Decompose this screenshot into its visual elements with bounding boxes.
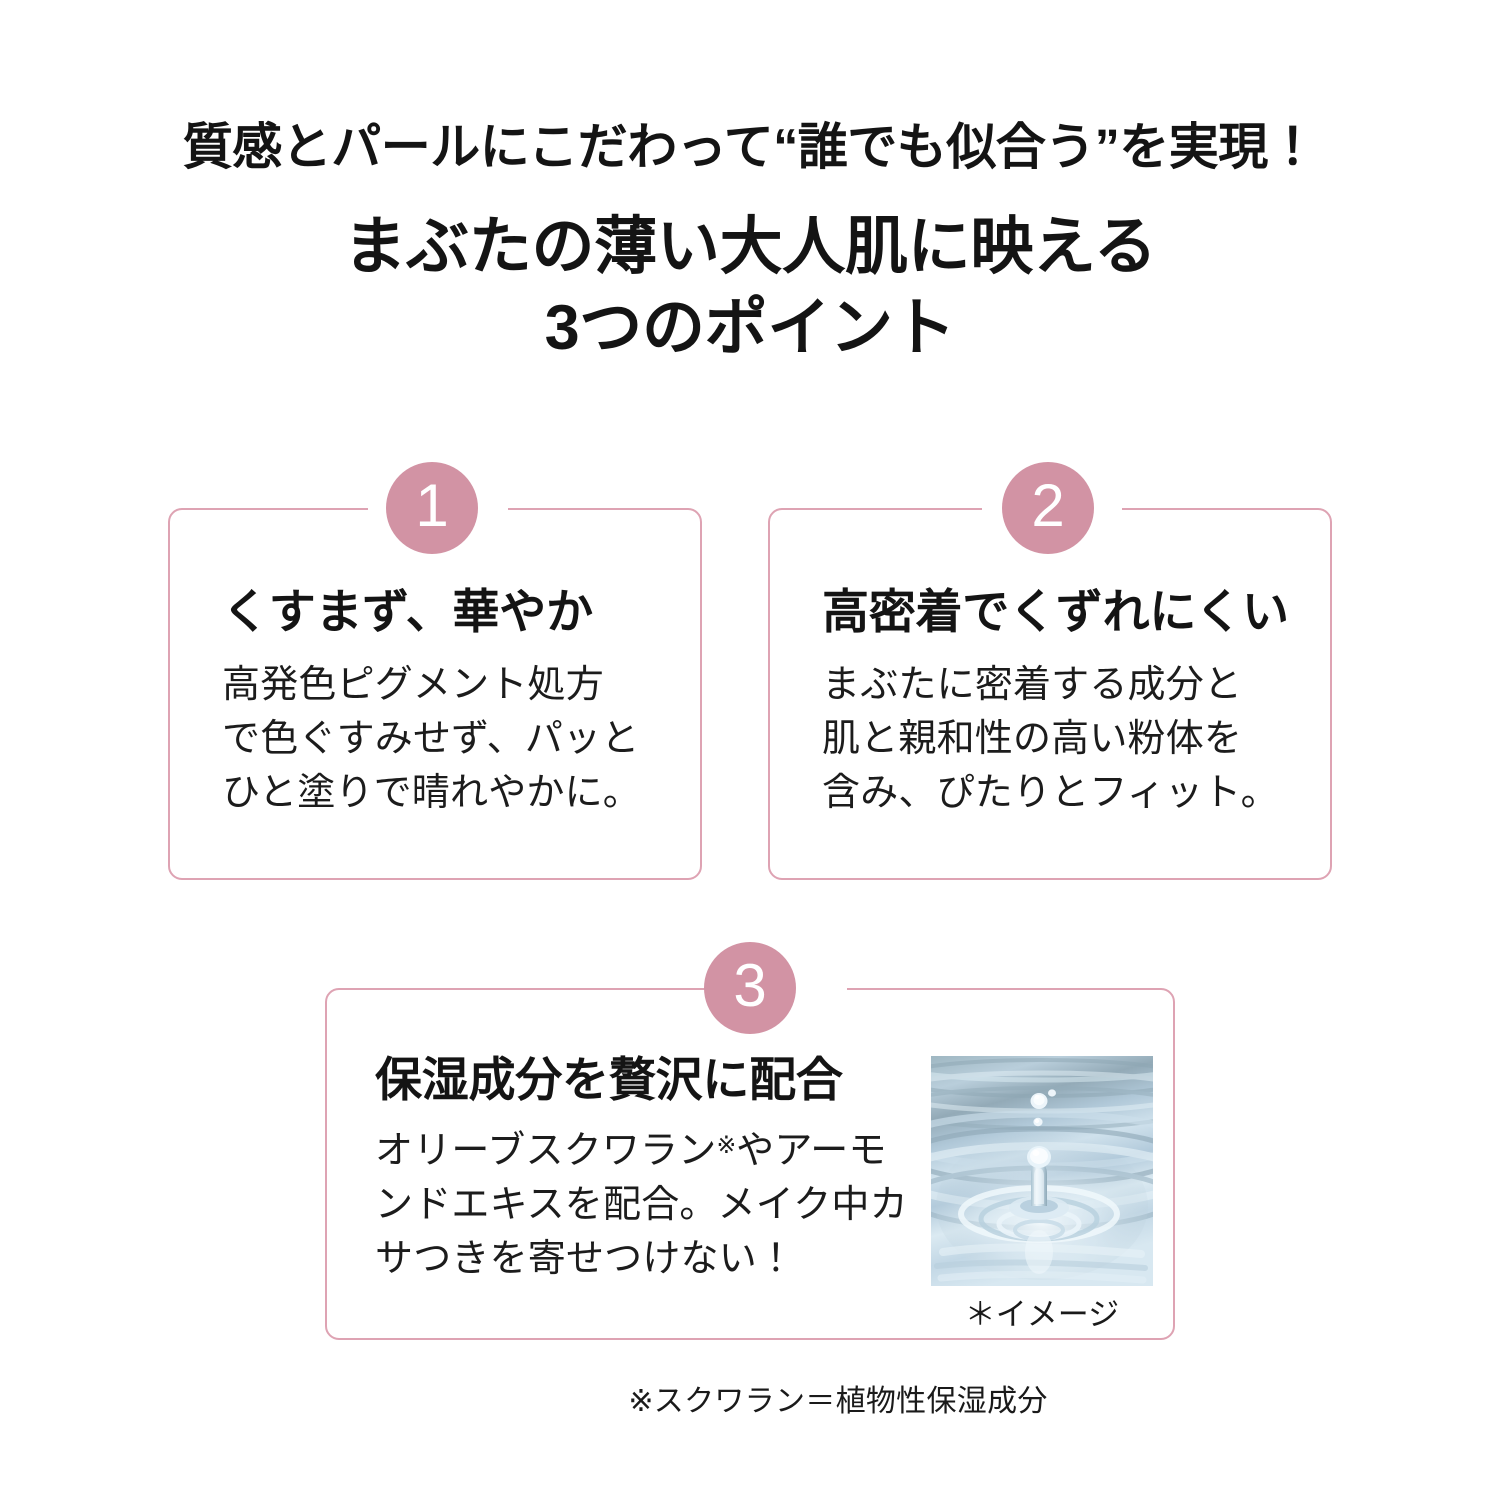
card-2-body: まぶたに密着する成分と 肌と親和性の高い粉体を 含み、ぴたりとフィット。 <box>822 659 1330 821</box>
card-2-title: 高密着でくずれにくい <box>822 585 1289 638</box>
reference-mark-icon: ※ <box>716 1132 737 1159</box>
eyebrow-text: 質感とパールにこだわって“誰でも似合う”を実現！ <box>182 119 1318 175</box>
card-1-body: 高発色ピグメント処方 で色ぐすみせず、パッと ひと塗りで晴れやかに。 <box>222 659 700 821</box>
card-1-content: くすまず、華やか 高発色ピグメント処方 で色ぐすみせず、パッと ひと塗りで晴れや… <box>170 510 700 821</box>
card-1-body-line-2: で色ぐすみせず、パッと <box>222 718 640 761</box>
card-2-content: 高密着でくずれにくい まぶたに密着する成分と 肌と親和性の高い粉体を 含み、ぴた… <box>770 510 1330 821</box>
page-title-line-2: 3つのポイント <box>544 292 956 363</box>
point-badge-1: 1 <box>386 462 478 554</box>
page-title-line-1: まぶたの薄い大人肌に映える <box>343 212 1157 282</box>
water-droplet-figure: ＊イメージ <box>931 1056 1153 1333</box>
card-1-title: くすまず、華やか <box>222 585 593 638</box>
point-badge-3: 3 <box>704 942 796 1034</box>
header: 質感とパールにこだわって“誰でも似合う”を実現！ まぶたの薄い大人肌に映える 3… <box>0 118 1500 368</box>
card-3-ingredient-name: オリーブスクワラン <box>375 1130 717 1173</box>
point-card-2: 高密着でくずれにくい まぶたに密着する成分と 肌と親和性の高い粉体を 含み、ぴた… <box>768 506 1332 880</box>
card-2-body-line-3: 含み、ぴたりとフィット。 <box>822 772 1279 815</box>
point-badge-2: 2 <box>1002 462 1094 554</box>
footnote: ※スクワラン＝植物性保湿成分 <box>0 1384 1500 1420</box>
point-card-1: くすまず、華やか 高発色ピグメント処方 で色ぐすみせず、パッと ひと塗りで晴れや… <box>168 506 702 880</box>
card-3-title: 保湿成分を贅沢に配合 <box>375 1053 843 1106</box>
card-3-body-line-1-tail: やアーモ <box>736 1130 887 1173</box>
point-card-3: 保湿成分を贅沢に配合 オリーブスクワラン※やアーモ ンドエキスを配合。メイク中カ… <box>325 986 1175 1340</box>
card-3-body-line-3: サつきを寄せつけない！ <box>375 1238 796 1281</box>
photo-caption: ＊イメージ <box>964 1297 1120 1332</box>
card-2-body-line-2: 肌と親和性の高い粉体を <box>822 718 1243 761</box>
card-3-body: オリーブスクワラン※やアーモ ンドエキスを配合。メイク中カ サつきを寄せつけない… <box>375 1125 923 1287</box>
card-3-content: 保湿成分を贅沢に配合 オリーブスクワラン※やアーモ ンドエキスを配合。メイク中カ… <box>327 990 1173 1333</box>
footnote-text: ※スクワラン＝植物性保湿成分 <box>628 1385 1048 1418</box>
card-3-text-column: 保湿成分を贅沢に配合 オリーブスクワラン※やアーモ ンドエキスを配合。メイク中カ… <box>375 1052 923 1287</box>
card-1-body-line-1: 高発色ピグメント処方 <box>222 664 604 707</box>
water-droplet-photo <box>931 1056 1153 1286</box>
card-1-body-line-3: ひと塗りで晴れやかに。 <box>222 772 641 815</box>
water-droplet-image-icon <box>931 1056 1153 1286</box>
page-title: まぶたの薄い大人肌に映える 3つのポイント <box>0 207 1500 368</box>
card-3-body-line-1: オリーブスクワラン※やアーモ <box>375 1125 923 1179</box>
card-2-body-line-1: まぶたに密着する成分と <box>822 664 1243 707</box>
card-3-body-line-2: ンドエキスを配合。メイク中カ <box>375 1184 908 1227</box>
